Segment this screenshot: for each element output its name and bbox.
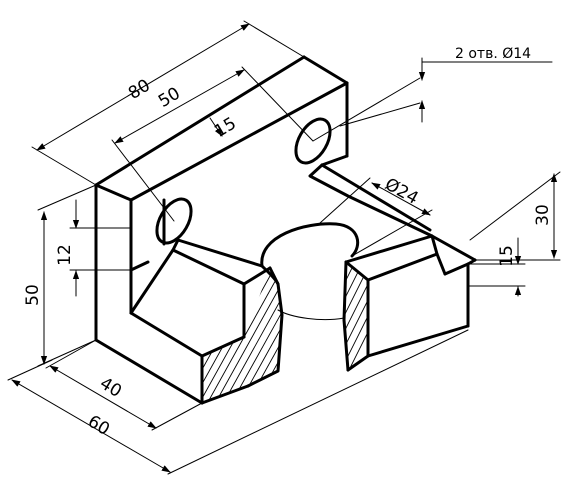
- dim-length-total: 80: [125, 76, 154, 104]
- hole-right: [294, 117, 332, 165]
- section-hatching-right: [344, 262, 368, 370]
- dim-step-height: 15: [497, 245, 517, 267]
- note-holes: 2 отв. Ø14: [455, 46, 531, 62]
- hole-left: [155, 197, 193, 245]
- dimension-lines: [7, 20, 561, 475]
- mounting-holes: [155, 117, 332, 245]
- dim-base-depth: 40: [96, 374, 125, 402]
- dim-width-total: 60: [84, 412, 113, 440]
- dim-height-total: 50: [23, 284, 43, 306]
- dim-slot-width: 12: [55, 244, 75, 266]
- dim-hole-offset: 15: [211, 114, 240, 142]
- dim-hole-spacing: 50: [155, 84, 184, 112]
- dim-height-right: 30: [533, 204, 553, 226]
- part-outline: [94, 55, 477, 405]
- dimension-labels: 80 50 15 2 отв. Ø14 Ø24 30 15 50 12 40 6…: [23, 46, 553, 440]
